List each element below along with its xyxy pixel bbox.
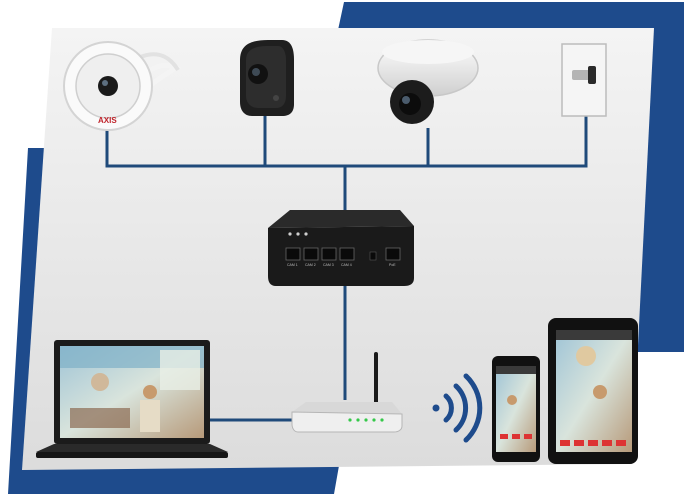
brand-logo-text: AXIS <box>98 116 117 125</box>
port-label: CAM 3 <box>323 263 334 267</box>
network-cables <box>105 112 588 422</box>
switch-port-labels: CAM 1 CAM 2 CAM 3 CAM 4 PoE <box>287 263 396 267</box>
pinhole-camera-icon <box>561 43 607 117</box>
port-label: PoE <box>389 263 396 267</box>
wifi-signal-icon <box>432 373 483 443</box>
port-label: CAM 4 <box>341 263 352 267</box>
tablet-icon <box>548 318 638 464</box>
cube-camera-icon <box>240 40 294 116</box>
wireless-router-icon <box>291 352 403 433</box>
laptop-icon <box>36 340 228 458</box>
smartphone-icon <box>492 356 540 462</box>
port-label: CAM 2 <box>305 263 316 267</box>
dome-camera-icon <box>377 39 479 124</box>
modular-camera-icon <box>63 41 182 131</box>
poe-switch-icon <box>268 210 414 286</box>
port-label: CAM 1 <box>287 263 298 267</box>
